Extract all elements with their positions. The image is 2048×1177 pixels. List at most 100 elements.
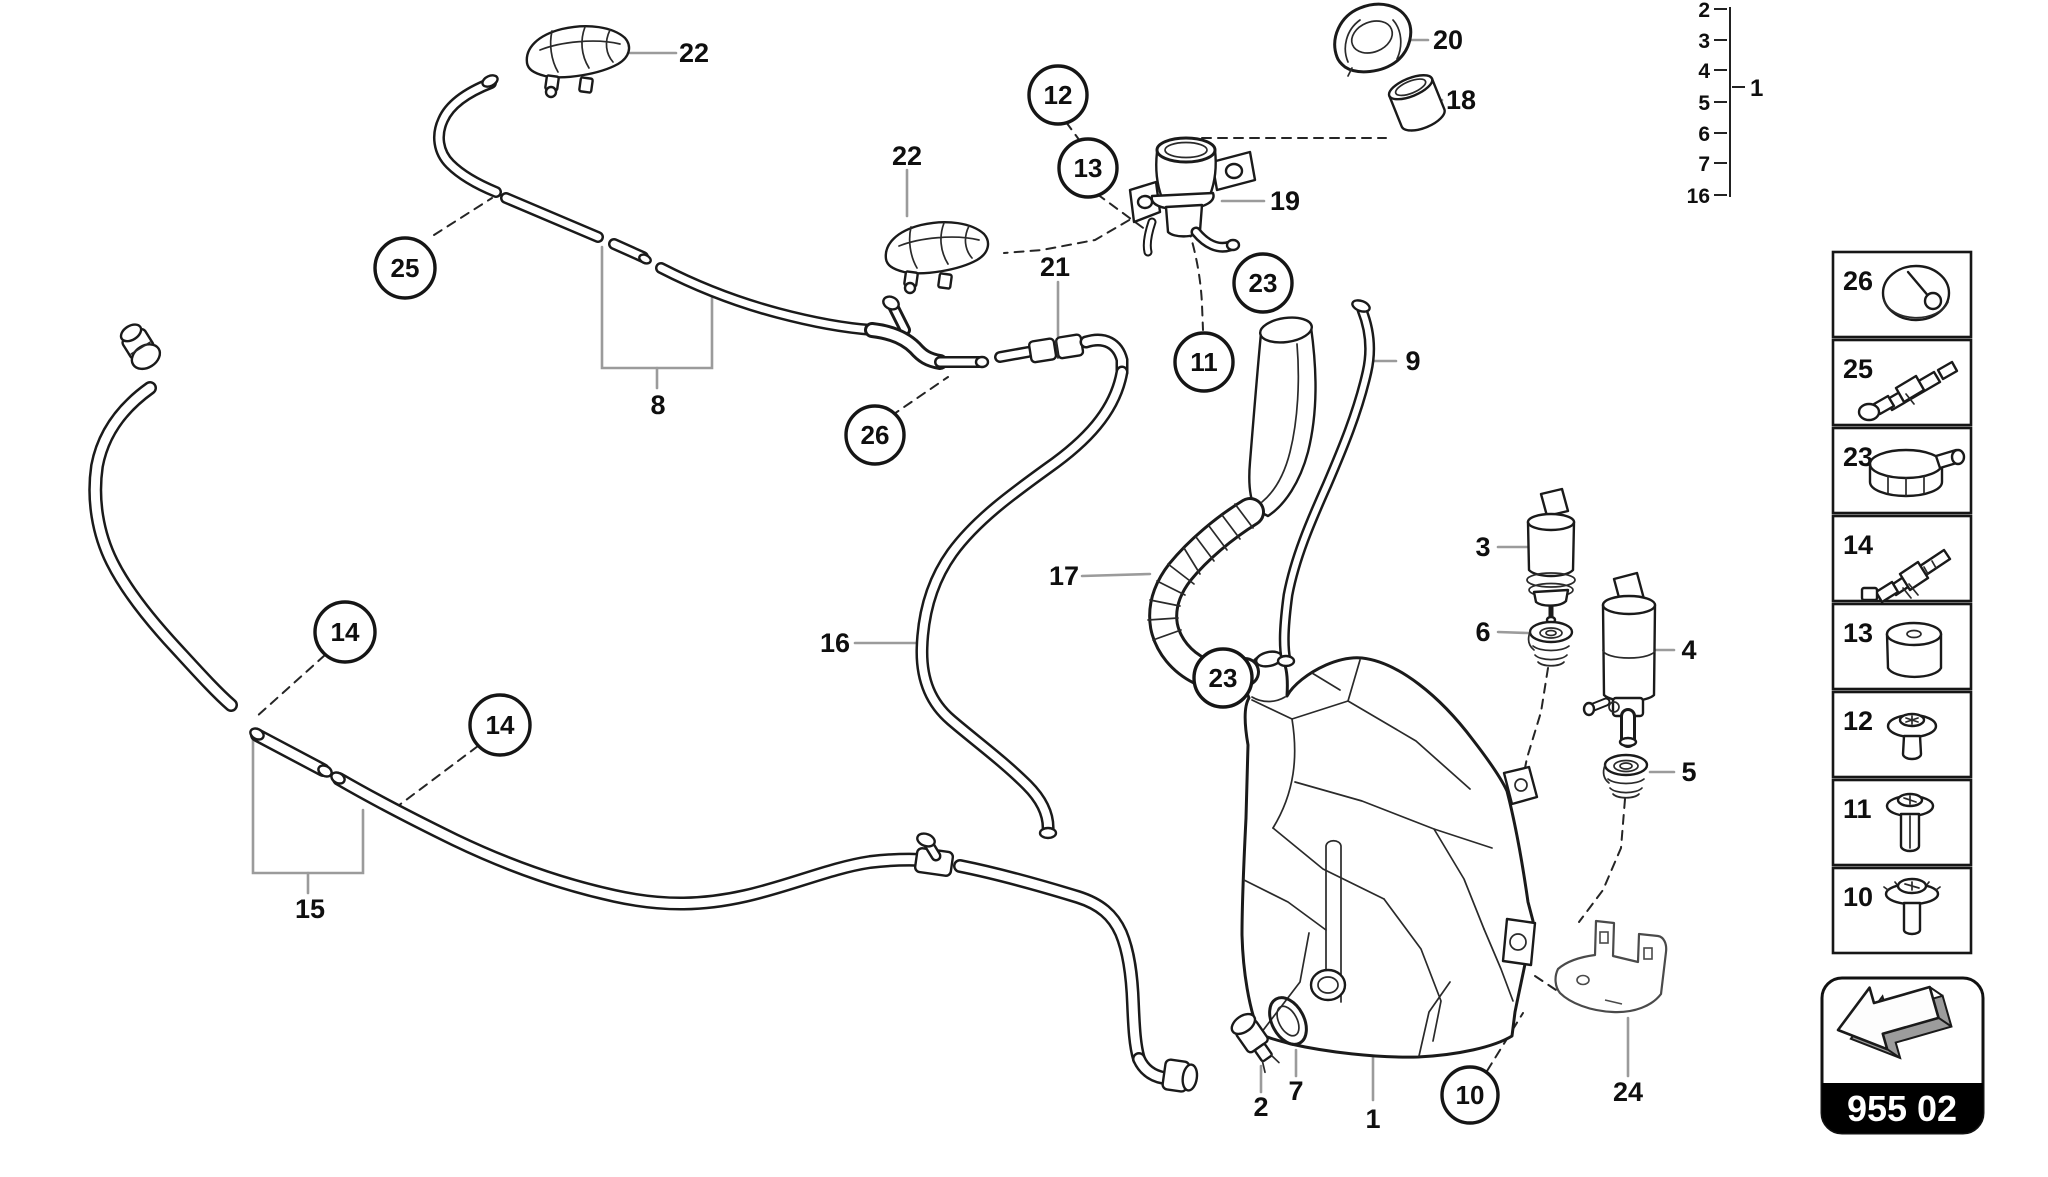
index-group-1[interactable]: 1 [1750,75,1763,102]
index-row-6[interactable]: 6 [1698,123,1710,146]
label-19[interactable]: 19 [1270,186,1300,216]
reservoir-cap-icon [1881,264,1951,322]
index-row-2[interactable]: 2 [1698,0,1710,22]
hardware-box-10[interactable]: 10 [1831,866,1973,955]
section-code: 955 02 [1847,1088,1957,1129]
callout-circle-12[interactable]: 12 [1027,64,1089,126]
svg-text:13: 13 [1843,618,1873,648]
washer-pump-large [1582,571,1657,748]
index-row-4[interactable]: 4 [1698,60,1710,83]
label-17[interactable]: 17 [1049,561,1079,591]
washer-pump-small [1526,487,1576,625]
label-22-left[interactable]: 22 [679,38,709,68]
svg-text:14: 14 [1843,530,1873,560]
label-4[interactable]: 4 [1681,635,1696,665]
label-16[interactable]: 16 [820,628,850,658]
callout-circle-25[interactable]: 25 [373,236,437,300]
label-5[interactable]: 5 [1681,757,1696,787]
index-row-3[interactable]: 3 [1698,30,1710,53]
hardware-box-26[interactable]: 26 [1831,250,1973,339]
index-row-16[interactable]: 16 [1687,185,1710,208]
svg-text:25: 25 [1843,354,1873,384]
hardware-box-23[interactable]: 23 [1831,426,1973,515]
dashed-pointer-lines [254,121,1626,1072]
label-3[interactable]: 3 [1475,532,1490,562]
section-badge[interactable]: 955 02 [1820,969,1985,1135]
washer-nozzle-right [884,221,990,295]
hose-branch-connector [913,832,955,877]
svg-text:14: 14 [486,710,515,740]
sensor-gasket [1268,996,1308,1046]
filler-neck-tube [1248,316,1317,518]
label-15[interactable]: 15 [295,894,325,924]
svg-text:11: 11 [1843,794,1872,824]
vent-hose [1276,299,1376,668]
index-row-5[interactable]: 5 [1698,92,1710,115]
grommet-small [1527,620,1574,667]
callout-circle-11[interactable]: 11 [1173,331,1235,393]
svg-text:26: 26 [861,420,890,450]
arrow-icon [1836,985,1953,1060]
grommet-large [1602,753,1649,799]
level-sensor [1230,1012,1280,1074]
cable-tie-icon [1860,548,1952,604]
sensor-clip-icon [1857,360,1959,422]
hardware-box-13[interactable]: 13 [1831,602,1973,691]
svg-text:25: 25 [391,253,420,283]
callout-circle-13[interactable]: 13 [1057,137,1119,199]
hardware-box-14[interactable]: 14 [1831,514,1973,604]
svg-text:12: 12 [1044,80,1073,110]
svg-text:10: 10 [1843,882,1873,912]
hose-clamp-icon [1868,448,1966,498]
drop-hose-16 [915,365,1129,840]
svg-text:23: 23 [1843,442,1873,472]
svg-text:10: 10 [1456,1080,1485,1110]
svg-text:13: 13 [1074,153,1103,183]
plain-callout-labels: 22 22 21 19 20 18 9 17 16 8 15 3 6 4 5 2… [295,25,1697,1134]
label-21[interactable]: 21 [1040,252,1070,282]
cap-sleeve [1387,74,1446,132]
mounting-bracket [1554,919,1668,1014]
screw-short-icon [1886,712,1938,761]
washer-fluid-tank [1240,650,1539,1059]
callout-circle-14-lower[interactable]: 14 [468,693,532,757]
filler-cap [1333,2,1413,77]
label-24[interactable]: 24 [1613,1077,1643,1107]
label-18[interactable]: 18 [1446,85,1476,115]
label-1[interactable]: 1 [1365,1104,1380,1134]
label-20[interactable]: 20 [1433,25,1463,55]
label-6[interactable]: 6 [1475,617,1490,647]
circled-callouts: 25 12 13 23 11 26 14 14 [313,64,1500,1125]
label-22-right[interactable]: 22 [892,141,922,171]
callout-circle-26[interactable]: 26 [844,404,906,466]
label-7[interactable]: 7 [1288,1076,1303,1106]
label-8[interactable]: 8 [650,390,665,420]
callout-circle-23-top[interactable]: 23 [1232,252,1294,314]
label-9[interactable]: 9 [1405,346,1420,376]
hardware-box-11[interactable]: 11 [1831,778,1973,867]
hardware-box-12[interactable]: 12 [1831,690,1973,779]
callout-circle-23-bottom[interactable]: 23 [1192,647,1254,709]
index-bracket: 2 3 4 5 6 7 16 1 [1687,0,1764,208]
svg-text:23: 23 [1249,268,1278,298]
hardware-box-25[interactable]: 25 [1831,338,1973,427]
t-connector [864,295,948,370]
index-row-7[interactable]: 7 [1698,153,1710,176]
bottom-main-hose [88,323,1199,1093]
svg-text:14: 14 [331,617,360,647]
svg-text:26: 26 [1843,266,1873,296]
screw-long-icon [1885,792,1935,853]
callout-circle-14-upper[interactable]: 14 [313,600,377,664]
screw-washer-icon [1883,877,1941,936]
corrugation-ribs [1147,503,1254,641]
hose-elbow-fitting [1161,1058,1199,1093]
svg-text:23: 23 [1209,663,1238,693]
index-bracket-lines [1714,7,1745,197]
hose-connector-21 [1027,333,1085,364]
hardware-column: 26 25 23 [1831,250,1973,955]
nozzle-hose-front [432,74,1129,379]
label-2[interactable]: 2 [1253,1092,1268,1122]
callout-circle-10[interactable]: 10 [1440,1065,1500,1125]
